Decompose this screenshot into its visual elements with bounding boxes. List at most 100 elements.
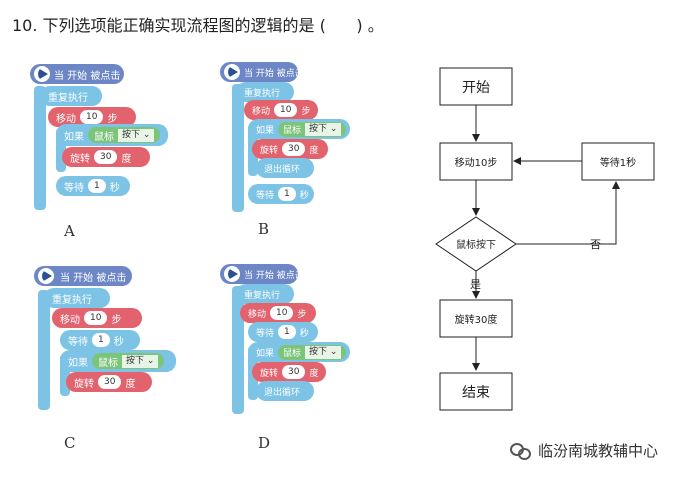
- if-block[interactable]: 如果 鼠标 按下 ⌄: [56, 124, 168, 146]
- if-label: 如果: [64, 131, 84, 143]
- flow-start-label: 开始: [462, 80, 490, 96]
- move-value[interactable]: 10: [270, 306, 294, 320]
- hat-block[interactable]: 当 开始 被点击: [220, 264, 304, 284]
- flow-rotate: [439, 299, 513, 338]
- wait-label: 等待: [68, 336, 88, 348]
- move-value[interactable]: 10: [80, 110, 104, 124]
- rotate-block[interactable]: 旋转 30 度: [62, 147, 150, 167]
- flow-move: [439, 142, 513, 181]
- rotate-value[interactable]: 30: [94, 150, 118, 164]
- wait-block[interactable]: 等待 1 秒: [248, 184, 314, 204]
- wait-block[interactable]: 等待 1 秒: [248, 322, 318, 342]
- move-block[interactable]: 移动 10 步: [244, 100, 318, 120]
- second-label: 秒: [109, 182, 120, 194]
- flow-wait: [581, 142, 655, 181]
- break-block[interactable]: 退出循环: [256, 381, 314, 401]
- if-wrap: [60, 354, 70, 396]
- option-d-label: D: [258, 434, 271, 452]
- second-label: 秒: [299, 190, 309, 201]
- mouse-label: 鼠标: [98, 357, 118, 369]
- flowchart: 开始 移动10步 鼠标按下 否 等待1秒 是 旋转30度 结束: [435, 67, 655, 411]
- hat-label: 当 开始 被点击: [60, 272, 127, 284]
- mouse-pressed-block[interactable]: 鼠标 按下 ⌄: [88, 127, 161, 143]
- pressed-dropdown[interactable]: 按下 ⌄: [118, 128, 155, 142]
- move-block[interactable]: 移动 10 步: [48, 107, 136, 127]
- steps-label: 步: [301, 106, 311, 117]
- rotate-value[interactable]: 30: [282, 142, 306, 156]
- hat-label: 当 开始 被点击: [244, 270, 304, 281]
- steps-label: 步: [111, 314, 122, 326]
- flow-wait-label: 等待1秒: [600, 156, 636, 169]
- flow-end: [439, 372, 513, 411]
- rotate-value[interactable]: 30: [98, 375, 122, 389]
- forever-label: 重复执行: [52, 294, 92, 306]
- if-label: 如果: [256, 125, 275, 136]
- wait-value[interactable]: 1: [92, 333, 110, 347]
- pressed-dropdown[interactable]: 按下 ⌄: [305, 345, 342, 359]
- move-value[interactable]: 10: [84, 311, 108, 325]
- rotate-block[interactable]: 旋转 30 度: [252, 362, 326, 382]
- option-a-label: A: [64, 222, 75, 240]
- forever-block[interactable]: 重复执行: [236, 82, 294, 102]
- pressed-label: 按下: [309, 123, 328, 134]
- move-block[interactable]: 移动 10 步: [52, 308, 142, 328]
- rotate-block[interactable]: 旋转 30 度: [252, 139, 328, 159]
- wait-value[interactable]: 1: [278, 187, 296, 201]
- if-block[interactable]: 如果 鼠标 按下 ⌄: [248, 119, 350, 139]
- break-label: 退出循环: [264, 164, 301, 175]
- flow-start: [439, 67, 513, 106]
- hat-block[interactable]: 当 开始 被点击: [34, 266, 132, 286]
- mouse-pressed-block[interactable]: 鼠标 按下 ⌄: [278, 121, 347, 137]
- mouse-pressed-block[interactable]: 鼠标 按下 ⌄: [278, 344, 347, 360]
- wait-label: 等待: [64, 182, 84, 194]
- break-block[interactable]: 退出循环: [256, 158, 314, 178]
- watermark: 临汾南城教辅中心: [510, 440, 658, 461]
- pressed-dropdown[interactable]: 按下 ⌄: [122, 354, 159, 368]
- rotate-label: 旋转: [260, 145, 279, 156]
- question-text: 10. 下列选项能正确实现流程图的逻辑的是 ( ) 。: [12, 16, 384, 35]
- rotate-value[interactable]: 30: [282, 365, 306, 379]
- flow-arrow-no: [516, 181, 620, 245]
- rotate-block[interactable]: 旋转 30 度: [66, 372, 152, 392]
- forever-label: 重复执行: [48, 92, 88, 104]
- if-label: 如果: [256, 348, 275, 359]
- flow-no-label: 否: [590, 238, 601, 251]
- option-b-label: B: [258, 220, 270, 238]
- forever-label: 重复执行: [244, 88, 281, 99]
- hat-block[interactable]: 当 开始 被点击: [220, 62, 304, 82]
- degree-label: 度: [309, 368, 319, 379]
- forever-block[interactable]: 重复执行: [236, 284, 294, 304]
- wechat-icon: [510, 442, 532, 460]
- wait-block[interactable]: 等待 1 秒: [60, 330, 140, 350]
- forever-block[interactable]: 重复执行: [40, 86, 102, 106]
- flow-decision-label: 鼠标按下: [456, 238, 496, 251]
- pressed-dropdown[interactable]: 按下 ⌄: [305, 122, 342, 136]
- wait-value[interactable]: 1: [88, 179, 106, 193]
- forever-block[interactable]: 重复执行: [44, 288, 110, 308]
- wait-block[interactable]: 等待 1 秒: [56, 176, 130, 196]
- forever-label: 重复执行: [244, 290, 281, 301]
- move-label: 移动: [248, 309, 267, 320]
- flow-yes-label: 是: [470, 278, 481, 291]
- play-icon: [34, 66, 50, 82]
- flow-rotate-label: 旋转30度: [455, 313, 498, 326]
- mouse-label: 鼠标: [283, 125, 302, 136]
- play-icon: [224, 64, 240, 80]
- wait-value[interactable]: 1: [278, 325, 296, 339]
- if-label: 如果: [68, 357, 88, 369]
- degree-label: 度: [125, 378, 136, 390]
- hat-label: 当 开始 被点击: [54, 70, 121, 82]
- pressed-label: 按下: [122, 129, 141, 140]
- hat-block[interactable]: 当 开始 被点击: [30, 64, 124, 84]
- if-block[interactable]: 如果 鼠标 按下 ⌄: [248, 342, 350, 362]
- move-block[interactable]: 移动 10 步: [240, 303, 316, 323]
- second-label: 秒: [299, 328, 309, 339]
- move-value[interactable]: 10: [274, 103, 298, 117]
- if-wrap: [56, 128, 66, 172]
- flow-move-label: 移动10步: [455, 156, 498, 169]
- mouse-pressed-block[interactable]: 鼠标 按下 ⌄: [92, 353, 165, 369]
- steps-label: 步: [107, 113, 118, 125]
- rotate-label: 旋转: [74, 378, 94, 390]
- play-icon: [38, 268, 54, 284]
- if-block[interactable]: 如果 鼠标 按下 ⌄: [60, 350, 176, 372]
